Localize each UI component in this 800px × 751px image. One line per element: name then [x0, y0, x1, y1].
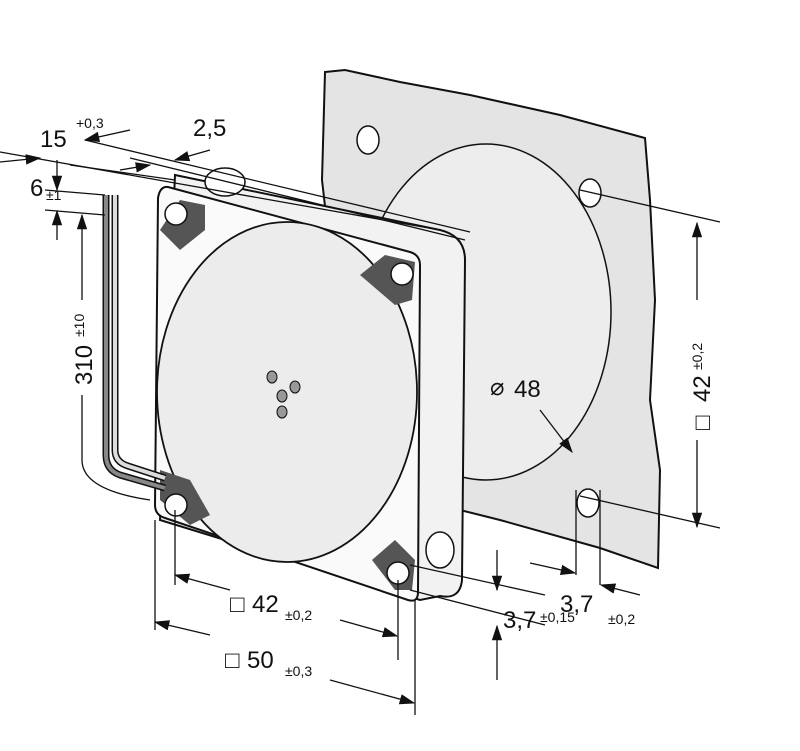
depth-tolerance: +0,3 [76, 115, 104, 131]
fan [153, 167, 467, 602]
plate-hole [576, 488, 600, 518]
fan-mount-hole [390, 262, 414, 286]
dimension-labels: 15 +0,3 2,5 6 ±1 310 ±10 □ 42 ±0,2 ⌀ 48 … [30, 115, 716, 679]
cutout-square-symbol: □ [689, 415, 716, 430]
depth-value: 15 [40, 126, 67, 153]
plate-hole [578, 178, 602, 208]
corner-pad [160, 200, 205, 250]
fan-mount-hole [164, 493, 188, 517]
plate-hole [356, 125, 380, 155]
fan-hole-tolerance: ±0,15 [540, 609, 575, 625]
dimension-lines [0, 129, 721, 715]
cutout-hole-tolerance: ±0,2 [608, 611, 635, 627]
frame-size-value: 50 [247, 647, 274, 674]
cutout-square-value: 42 [689, 375, 716, 402]
cutout-diameter-value: 48 [514, 376, 541, 403]
lead-wires [102, 195, 167, 492]
cutout-diameter-symbol: ⌀ [490, 374, 504, 401]
fan-hub-disc [156, 221, 418, 563]
hole-spacing-symbol: □ [230, 591, 245, 618]
lead-length-value: 310 [71, 345, 98, 385]
flange-value: 2,5 [193, 115, 226, 142]
frame-size-tolerance: ±0,3 [285, 663, 312, 679]
hole-spacing-tolerance: ±0,2 [285, 607, 312, 623]
cutout-hole-value: 3,7 [560, 591, 593, 618]
lead-offset-value: 6 [30, 175, 43, 202]
fan-mount-hole [164, 202, 188, 226]
frame-size-symbol: □ [225, 647, 240, 674]
lead-length-tolerance: ±10 [71, 314, 87, 337]
cutout-square-tolerance: ±0,2 [689, 343, 705, 370]
hole-spacing-value: 42 [252, 591, 279, 618]
fan-hole-value: 3,7 [503, 607, 536, 634]
lead-offset-tolerance: ±1 [46, 187, 62, 203]
